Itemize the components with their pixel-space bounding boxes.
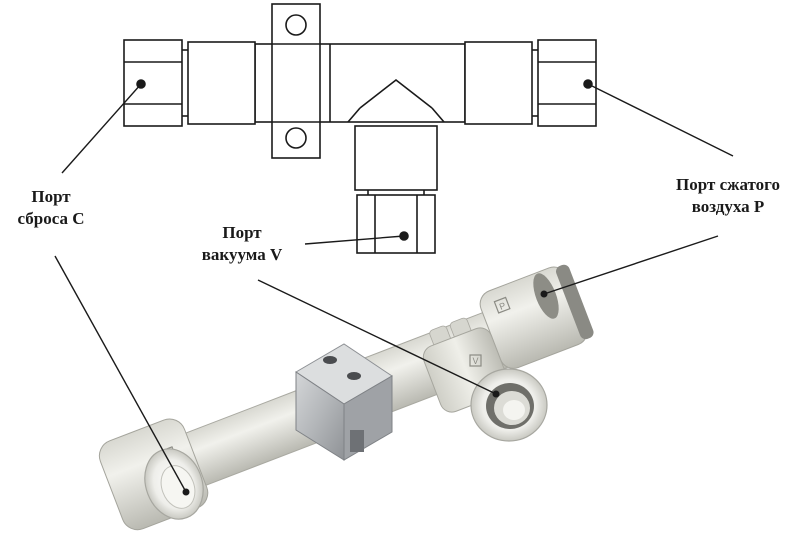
product-rendering: E P V: [98, 264, 594, 531]
leader-v-schematic: [304, 235, 405, 245]
schematic-mount-hole-bottom: [285, 127, 307, 149]
label-vacuum-line1: Порт: [222, 223, 262, 242]
schematic-mount-hole-top: [285, 14, 307, 36]
label-supply-line1: Порт сжатого: [676, 175, 780, 194]
label-exhaust-line2: сброса С: [17, 209, 85, 228]
leader-p-schematic: [587, 83, 734, 157]
leader-p-product: [543, 235, 719, 295]
leader-c-schematic: [61, 83, 142, 174]
schematic-vacuum-cap: [356, 194, 436, 254]
label-supply-port: Порт сжатого воздуха Р: [648, 174, 805, 218]
leader-v-dot: [492, 390, 500, 398]
marking-vacuum: V: [472, 356, 478, 366]
schematic-left-cap: [123, 39, 183, 127]
label-supply-line2: воздуха Р: [691, 197, 765, 216]
label-vacuum-port: Порт вакуума V: [183, 222, 301, 266]
product-vacuum-branch: V: [422, 327, 548, 442]
leader-c-product: [54, 255, 187, 493]
leader-p-dot: [540, 290, 548, 298]
label-exhaust-line1: Порт: [31, 187, 71, 206]
product-exhaust-port-face: [144, 448, 204, 520]
label-vacuum-line2: вакуума V: [201, 245, 283, 264]
schematic-drawing: [123, 3, 597, 254]
schematic-nozzle: [359, 78, 433, 109]
leader-c-dot: [182, 488, 190, 496]
marking-supply: P: [498, 300, 507, 311]
leader-v-product: [257, 279, 497, 395]
label-exhaust-port: Порт сброса С: [6, 186, 96, 230]
product-metal-block: [295, 343, 393, 461]
schematic-left-fitting: [187, 41, 256, 125]
leader-lines: [54, 83, 734, 493]
schematic-right-fitting: [464, 41, 533, 125]
schematic-vacuum-fitting: [354, 125, 438, 191]
